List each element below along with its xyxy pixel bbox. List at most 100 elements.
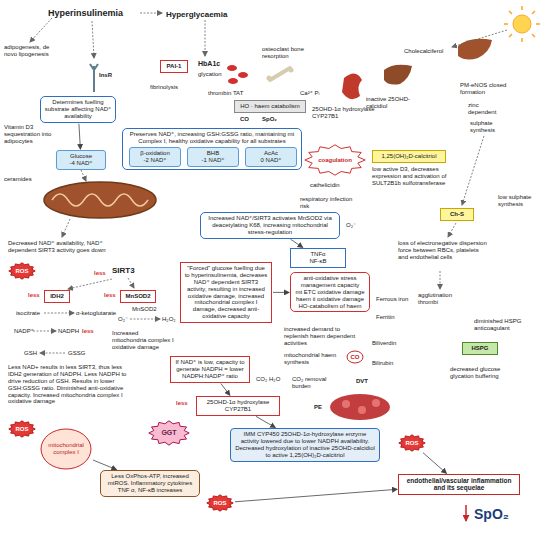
- node-text: HSPG: [466, 345, 494, 352]
- ros-burst: ROS: [398, 434, 426, 452]
- node-text: Ch-S: [444, 211, 470, 218]
- substrate-box: AcAc0 NAD⁺: [245, 147, 297, 167]
- arrow: [440, 271, 441, 289]
- arrow: [448, 223, 456, 237]
- node-text: IMM CYP450 25OHD-1α-hydroxylase enzyme a…: [234, 431, 376, 459]
- text-label: SIRT3: [112, 266, 135, 275]
- text-label: osteoclast bone resorption: [262, 46, 318, 60]
- outcome-box: endothelial/vascular inflammation and it…: [398, 474, 520, 495]
- text-label: CO: [240, 116, 249, 123]
- connector: [93, 460, 117, 470]
- text-label: HbA1c: [198, 60, 220, 68]
- text-label: InsR: [99, 72, 112, 79]
- text-label: Hyperinsulinemia: [48, 8, 123, 18]
- node-text: β-oxidation: [133, 150, 177, 157]
- arrow: [140, 13, 162, 14]
- node-text: -2 NAD⁺: [133, 157, 177, 164]
- node-text: AcAc: [249, 150, 293, 157]
- text-label: α-ketoglutarate: [76, 310, 116, 317]
- complex-circle: mitochondrial complex I: [40, 428, 92, 470]
- process-box: Increased NAD⁺/SIRT3 activates MnSOD2 vi…: [200, 212, 340, 239]
- mito-cristae: [52, 194, 148, 206]
- node-text: MnSOD2: [124, 293, 152, 300]
- arrow: [130, 319, 160, 320]
- red-blood-cells: [227, 65, 248, 84]
- shape-text: mitochondrial complex I: [40, 442, 92, 456]
- arrow: [40, 353, 65, 354]
- starburst-shape: [207, 495, 233, 511]
- node-text: -4 NAD⁺: [60, 160, 102, 167]
- process-box: PAI-1: [160, 60, 188, 73]
- node-text: PAI-1: [164, 63, 184, 70]
- molecule-box: Ch-S: [440, 208, 474, 221]
- clot: [330, 394, 390, 420]
- process-box: "Forced" glucose fuelling due to hyperin…: [180, 262, 272, 323]
- text-label: less: [104, 292, 116, 299]
- group-box: Preserves NAD⁺, increasing GSH:GSSG rati…: [122, 128, 302, 170]
- process-box: Determines fuelling substrate affecting …: [40, 96, 116, 123]
- ros-burst: ROS: [8, 262, 36, 280]
- rbc: [228, 78, 238, 84]
- mitochondrion: [44, 182, 156, 218]
- arrow: [205, 20, 206, 56]
- text-label: DVT: [356, 378, 368, 385]
- mito-outer: [44, 182, 156, 218]
- node-text: haem ii oxidative damage: [294, 296, 366, 303]
- text-label: less: [176, 400, 188, 407]
- shape-text: ROS: [8, 268, 36, 275]
- cytokine-box: TNFαNF-κB: [290, 248, 346, 268]
- node-text: BHB: [191, 150, 235, 157]
- effects-box: anti-oxidative stress management capacit…: [290, 272, 370, 312]
- node-text: endothelial/vascular inflammation and it…: [402, 477, 516, 492]
- text-label: less: [94, 270, 106, 277]
- starburst-shape: [399, 435, 425, 451]
- connector: [235, 489, 397, 502]
- starburst-shape: [9, 263, 35, 279]
- text-label: O₂⁻: [346, 222, 356, 229]
- text-label: low sulphate synthesis: [498, 194, 542, 208]
- bone-end: [289, 68, 294, 73]
- shape-text: CO: [346, 354, 364, 361]
- hormone-box: 1,25(OH)₂D-calcitriol: [372, 150, 446, 163]
- shape-text: ROS: [398, 440, 426, 447]
- sun-disc: [513, 15, 531, 33]
- connector: [79, 124, 81, 149]
- text-label: less: [82, 328, 94, 335]
- text-label: GSH: [24, 350, 37, 357]
- arrow: [462, 136, 484, 205]
- sun-icon: [504, 6, 540, 42]
- connector: [423, 453, 446, 474]
- node-text: mt ETC oxidative damage: [294, 289, 366, 296]
- node-text: ROS: [402, 440, 422, 447]
- text-label: Ca²⁺ Pᵢ: [300, 90, 319, 97]
- enzyme-box: 25OHD-1α hydroxylase CYP27B1: [196, 396, 280, 416]
- sun-rays: [504, 6, 540, 42]
- text-label: cathelicidin: [310, 182, 340, 189]
- node-text: GGT: [152, 429, 186, 437]
- node-text: HO · haem catabolism: [238, 103, 302, 110]
- shape-text: GGT: [148, 429, 190, 437]
- bone-end: [267, 76, 272, 81]
- text-label: fibrinolysis: [150, 84, 178, 91]
- dotted-arrows: [30, 13, 507, 353]
- text-label: isocitrate: [16, 310, 40, 317]
- text-label: CO₂ removal burden: [292, 376, 338, 390]
- node-text: ROS: [12, 268, 32, 275]
- shape-text: coagulation: [304, 157, 366, 164]
- text-label: Bilirubin: [372, 360, 393, 367]
- text-label: zinc dependent: [468, 102, 504, 116]
- node-text: 0 NAD⁺: [249, 157, 293, 164]
- connector: [221, 384, 230, 396]
- text-label: ceramides: [4, 176, 32, 183]
- text-label: decreased glucose glycation buffering: [450, 366, 524, 380]
- text-label: glycation: [198, 71, 222, 78]
- arrow: [452, 30, 507, 47]
- text-label: MnSOD2: [132, 306, 157, 313]
- connector: [291, 239, 303, 247]
- text-label: NADP⁺: [14, 328, 34, 335]
- node-text: mitochondrial complex I: [46, 442, 86, 456]
- shape-text: ROS: [206, 500, 234, 507]
- co-circle: CO: [346, 350, 364, 364]
- substrate-box: BHB-1 NAD⁺: [187, 147, 239, 167]
